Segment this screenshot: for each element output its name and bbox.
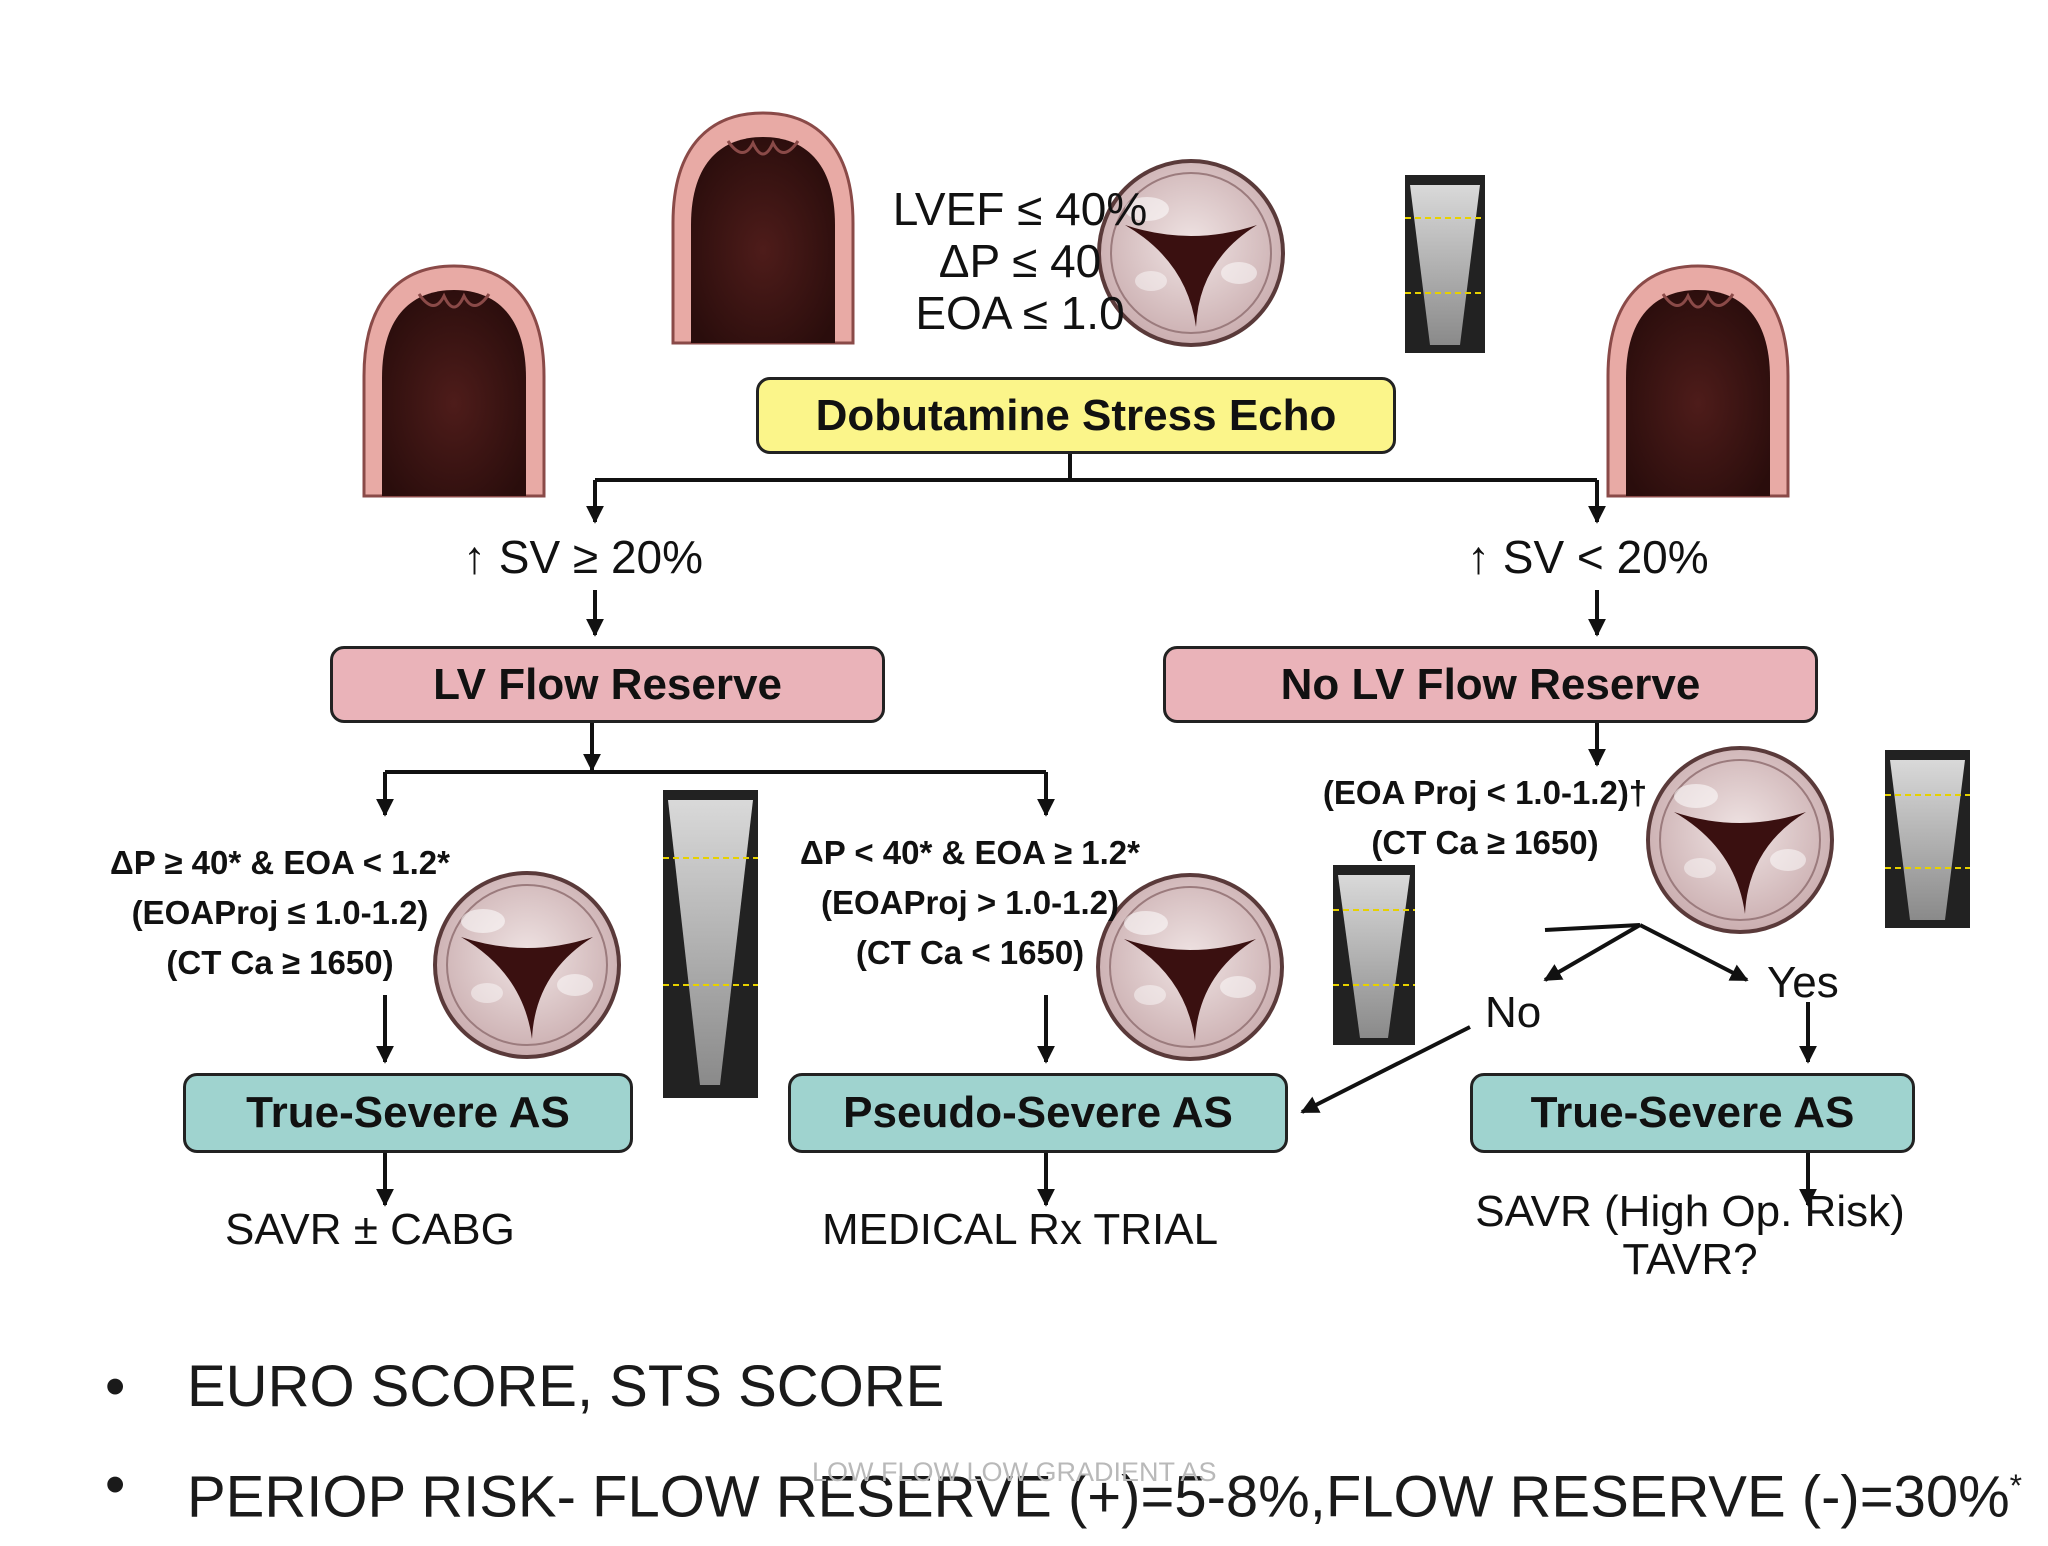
- bullet-text-scores: EURO SCORE, STS SCORE: [187, 1354, 945, 1419]
- node-no-lv-flow-reserve: No LV Flow Reserve: [1163, 646, 1818, 723]
- label-sv-increase-right: ↑ SV < 20%: [1467, 531, 1709, 583]
- bullet-text-periop-risk: PERIOP RISK- FLOW RESERVE (+)=5-8%,FLOW …: [187, 1464, 2010, 1530]
- mid-criteria-gradient: ΔP < 40* & EOA ≥ 1.2*: [800, 834, 1140, 871]
- doppler-panel-mid: [1333, 865, 1415, 1045]
- ventricle-image-right: [1606, 264, 1790, 498]
- top-criteria: LVEF ≤ 40% ΔP ≤ 40 EOA ≤ 1.0: [870, 183, 1170, 339]
- right-criteria: (EOA Proj < 1.0-1.2)† (CT Ca ≥ 1650): [1305, 768, 1665, 868]
- left-criteria-ct-ca: (CT Ca ≥ 1650): [166, 944, 394, 981]
- mid-criteria-ct-ca: (CT Ca < 1650): [855, 934, 1085, 971]
- node-true-severe-as-right: True-Severe AS: [1470, 1073, 1915, 1153]
- bullet-dot: •: [105, 1452, 126, 1517]
- criteria-eoa: EOA ≤ 1.0: [915, 287, 1125, 339]
- slide-footer: LOW FLOW LOW GRADIENT AS: [812, 1457, 1217, 1487]
- outcome-savr-high-risk: SAVR (High Op. Risk): [1475, 1187, 1905, 1236]
- criteria-lvef: LVEF ≤ 40%: [892, 183, 1148, 235]
- mid-criteria-eoa-proj: (EOAProj > 1.0-1.2): [820, 884, 1119, 921]
- outcome-savr-tavr: SAVR (High Op. Risk) TAVR?: [1440, 1188, 1940, 1284]
- left-criteria: ΔP ≥ 40* & EOA < 1.2* (EOAProj ≤ 1.0-1.2…: [70, 838, 490, 988]
- connector-yes-no-apex: [1544, 923, 1641, 932]
- connectors: [376, 452, 1817, 1207]
- left-criteria-gradient: ΔP ≥ 40* & EOA < 1.2*: [110, 844, 450, 881]
- doppler-panel-left: [663, 790, 758, 1098]
- node-true-severe-as-left: True-Severe AS: [183, 1073, 633, 1153]
- left-criteria-eoa-proj: (EOAProj ≤ 1.0-1.2): [131, 894, 429, 931]
- ventricle-image-left: [362, 264, 546, 498]
- bullet-list: • EURO SCORE, STS SCORE • PERIOP RISK- F…: [105, 1338, 2022, 1534]
- label-yes: Yes: [1767, 958, 1839, 1007]
- mid-criteria: ΔP < 40* & EOA ≥ 1.2* (EOAProj > 1.0-1.2…: [760, 828, 1180, 978]
- bullet-footnote-mark: *: [2009, 1467, 2023, 1503]
- arrow-no-to-pseudo-severe: [1300, 1025, 1471, 1114]
- outcome-medical-rx-trial: MEDICAL Rx TRIAL: [822, 1205, 1219, 1254]
- bullet-item-scores: • EURO SCORE, STS SCORE: [105, 1338, 2022, 1436]
- node-lv-flow-reserve: LV Flow Reserve: [330, 646, 885, 723]
- bullet-dot: •: [105, 1354, 126, 1419]
- right-criteria-ct-ca: (CT Ca ≥ 1650): [1371, 824, 1599, 861]
- label-sv-increase-left: ↑ SV ≥ 20%: [463, 531, 704, 583]
- outcome-savr-cabg: SAVR ± CABG: [225, 1205, 515, 1254]
- bullet-item-periop-risk: • PERIOP RISK- FLOW RESERVE (+)=5-8%,FLO…: [105, 1436, 2022, 1534]
- right-criteria-eoa-proj: (EOA Proj < 1.0-1.2)†: [1322, 774, 1648, 811]
- node-pseudo-severe-as: Pseudo-Severe AS: [788, 1073, 1288, 1153]
- valve-image-right: [1646, 746, 1834, 934]
- arrow-to-no: [1543, 923, 1642, 982]
- doppler-panel-top: [1405, 175, 1485, 353]
- node-dobutamine-stress-echo: Dobutamine Stress Echo: [756, 377, 1396, 454]
- arrow-to-yes: [1639, 923, 1749, 982]
- doppler-panel-right: [1885, 750, 1970, 928]
- criteria-gradient: ΔP ≤ 40: [938, 235, 1102, 287]
- ventricle-image-top: [671, 111, 855, 345]
- outcome-tavr: TAVR?: [1622, 1235, 1758, 1284]
- label-no: No: [1485, 988, 1542, 1037]
